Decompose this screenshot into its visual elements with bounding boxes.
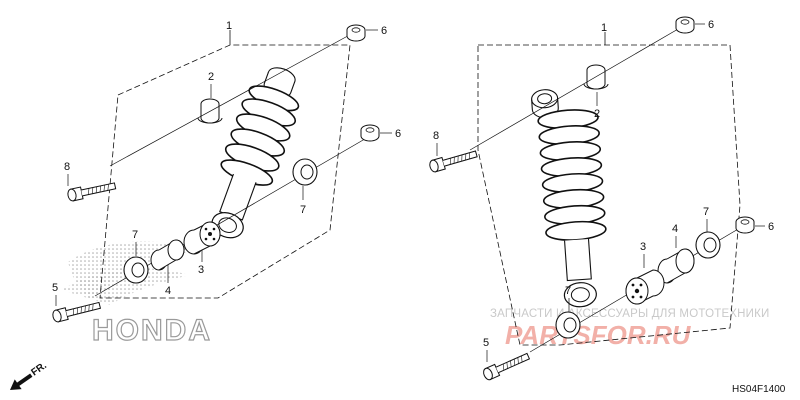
callout-washer-lower: 7 bbox=[132, 229, 138, 241]
callout-collar: 4 bbox=[672, 223, 678, 235]
callout-nut-lower: 6 bbox=[768, 221, 774, 233]
watermark-logo: PARTSFOR.RU bbox=[505, 320, 692, 350]
front-direction-arrow: FR. bbox=[10, 360, 49, 390]
callout-bushing: 2 bbox=[208, 71, 214, 83]
callout-shock-absorber: 1 bbox=[226, 20, 232, 32]
callout-washer-upper: 7 bbox=[703, 206, 709, 218]
callout-rubber-bush: 3 bbox=[640, 241, 646, 253]
diagram-code: HS04F1400 bbox=[732, 384, 786, 395]
callout-collar: 4 bbox=[165, 285, 171, 297]
callout-nut-lower: 6 bbox=[395, 128, 401, 140]
callout-nut-upper: 6 bbox=[381, 25, 387, 37]
callout-shock-absorber: 1 bbox=[601, 22, 607, 34]
direction-label: FR. bbox=[29, 360, 49, 378]
right-assembly: 1 2 3 4 5 6 6 7 7 8 bbox=[428, 16, 774, 382]
left-callouts: 1 2 3 4 5 6 6 7 7 8 bbox=[52, 20, 401, 306]
callout-rubber-bush: 3 bbox=[198, 264, 204, 276]
callout-nut-upper: 6 bbox=[708, 19, 714, 31]
right-callouts: 1 2 3 4 5 6 6 7 7 8 bbox=[433, 19, 774, 362]
callout-bolt-lower: 5 bbox=[52, 282, 58, 294]
callout-bolt-upper: 8 bbox=[433, 130, 439, 142]
honda-logo-text: HONDA bbox=[92, 314, 212, 347]
callout-bolt-lower: 5 bbox=[483, 337, 489, 349]
left-assembly: 1 2 3 4 5 6 6 7 7 8 bbox=[51, 20, 401, 324]
callout-bushing: 2 bbox=[594, 108, 600, 120]
callout-washer-upper: 7 bbox=[300, 204, 306, 216]
callout-bolt-upper: 8 bbox=[64, 161, 70, 173]
callout-washer-lower: 7 bbox=[565, 285, 571, 297]
watermark-tagline: ЗАПЧАСТИ И АКСЕССУАРЫ ДЛЯ МОТОТЕХНИКИ bbox=[490, 308, 770, 320]
arrow-icon bbox=[10, 373, 33, 390]
partsfor-watermark: ЗАПЧАСТИ И АКСЕССУАРЫ ДЛЯ МОТОТЕХНИКИ PA… bbox=[490, 308, 770, 350]
